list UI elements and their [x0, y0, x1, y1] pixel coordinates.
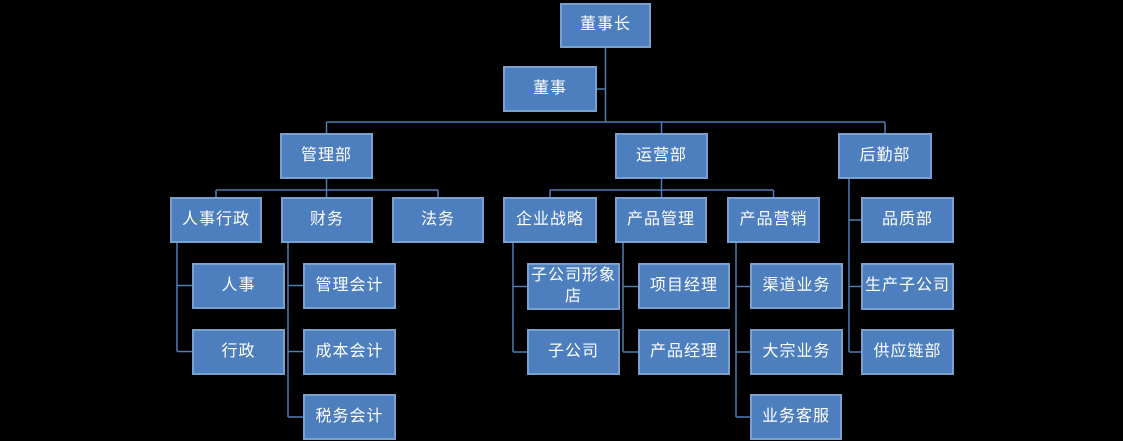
org-node-product-mktg[interactable]: 产品营销 — [727, 197, 820, 243]
org-node-production-sub[interactable]: 生产子公司 — [861, 263, 954, 310]
org-node-management[interactable]: 管理部 — [280, 133, 373, 179]
org-node-label: 子公司形象店 — [530, 266, 616, 305]
org-node-label: 企业战略 — [515, 210, 584, 228]
org-node-project-mgr[interactable]: 项目经理 — [638, 263, 730, 309]
org-node-label: 税务会计 — [315, 407, 384, 425]
org-node-finance[interactable]: 财务 — [281, 197, 373, 243]
org-node-label: 法务 — [420, 210, 455, 228]
org-node-mgmt-acct[interactable]: 管理会计 — [303, 263, 396, 309]
org-node-strategy[interactable]: 企业战略 — [503, 197, 597, 243]
org-node-label: 渠道业务 — [762, 276, 831, 294]
org-node-label: 运营部 — [635, 146, 687, 164]
org-node-label: 管理部 — [300, 146, 352, 164]
org-node-label: 人事行政 — [181, 210, 250, 228]
org-node-chairman[interactable]: 董事长 — [560, 3, 651, 48]
org-node-label: 人事 — [221, 276, 256, 294]
org-node-quality[interactable]: 品质部 — [861, 197, 954, 243]
org-node-label: 产品经理 — [649, 342, 718, 360]
org-node-admin[interactable]: 行政 — [192, 329, 285, 375]
org-node-label: 产品营销 — [739, 210, 808, 228]
org-node-label: 董事长 — [579, 16, 631, 34]
org-node-label: 财务 — [309, 210, 344, 228]
org-node-product-mgmt[interactable]: 产品管理 — [615, 197, 707, 243]
org-node-cost-acct[interactable]: 成本会计 — [303, 329, 396, 375]
org-node-label: 后勤部 — [859, 146, 911, 164]
org-node-legal[interactable]: 法务 — [392, 197, 484, 243]
org-node-hr[interactable]: 人事 — [192, 263, 285, 309]
org-node-label: 成本会计 — [315, 342, 384, 360]
org-node-logistics[interactable]: 后勤部 — [838, 133, 932, 179]
org-node-subsidiary[interactable]: 子公司 — [527, 329, 620, 375]
org-node-label: 大宗业务 — [762, 342, 831, 360]
org-node-product-mgr[interactable]: 产品经理 — [638, 329, 730, 375]
org-node-label: 董事 — [532, 79, 567, 97]
org-node-label: 生产子公司 — [864, 277, 950, 295]
org-node-label: 行政 — [221, 342, 256, 360]
org-node-director[interactable]: 董事 — [503, 66, 597, 112]
org-node-label: 供应链部 — [873, 342, 942, 360]
org-node-label: 业务客服 — [761, 407, 830, 425]
org-node-supply-chain[interactable]: 供应链部 — [861, 329, 954, 375]
org-node-hr-admin[interactable]: 人事行政 — [170, 197, 262, 243]
org-node-label: 管理会计 — [315, 276, 384, 294]
org-node-label: 产品管理 — [626, 210, 695, 228]
org-node-tax-acct[interactable]: 税务会计 — [303, 394, 396, 440]
org-node-label: 子公司 — [547, 342, 599, 360]
org-node-channel-biz[interactable]: 渠道业务 — [750, 263, 843, 309]
org-node-operations[interactable]: 运营部 — [615, 133, 708, 179]
org-node-sub-image-store[interactable]: 子公司形象店 — [527, 263, 620, 310]
org-node-label: 项目经理 — [649, 276, 718, 294]
org-node-biz-service[interactable]: 业务客服 — [750, 394, 842, 440]
org-node-label: 品质部 — [881, 210, 933, 228]
org-node-bulk-biz[interactable]: 大宗业务 — [750, 329, 843, 375]
